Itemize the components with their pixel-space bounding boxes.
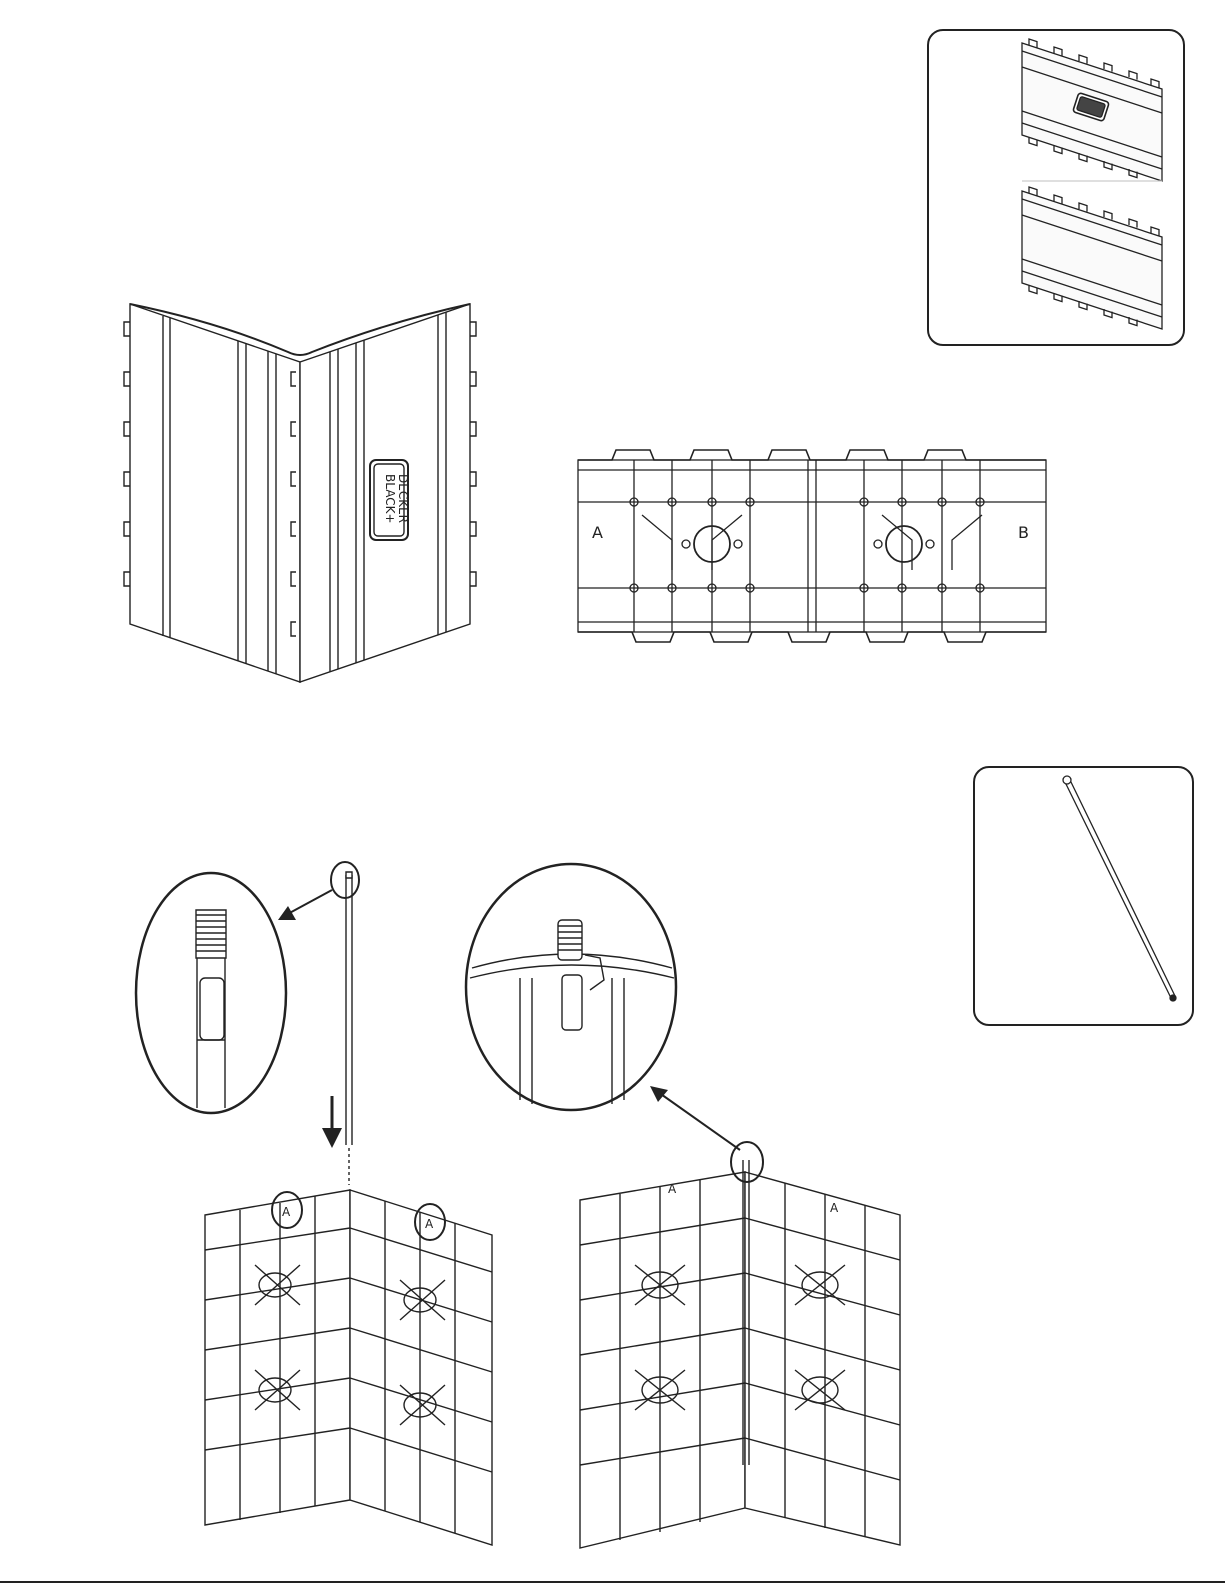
side-a-label: A	[592, 523, 603, 542]
marker-a-right-1: A	[668, 1182, 677, 1196]
rod-left	[346, 872, 352, 1185]
folded-panel-interior-left	[205, 1190, 492, 1545]
folded-panel-exterior: BLACK+ DECKER	[118, 292, 488, 690]
brand-logo-line2: DECKER	[396, 474, 410, 523]
bottom-rule	[0, 1581, 1225, 1583]
rod-insertion-diagram: A A	[0, 840, 1225, 1560]
folded-panel-interior-right	[580, 1142, 900, 1548]
magnifier-circle-icon	[331, 862, 359, 898]
marker-a-left-1: A	[282, 1205, 291, 1219]
insertion-detail-magnified	[466, 864, 676, 1110]
left-edge-notches	[124, 322, 130, 586]
panel-edge-variants-drawing	[929, 31, 1183, 344]
flat-panel-interior: A B	[572, 440, 1052, 650]
marker-a-left-2: A	[425, 1217, 434, 1231]
thread-detail-magnified	[136, 873, 286, 1113]
brand-logo: BLACK+ DECKER	[370, 460, 410, 540]
arrow-icon	[322, 1096, 342, 1148]
right-edge-notches	[470, 322, 476, 586]
panel-edge-variants-inset	[927, 29, 1185, 346]
arrow-icon	[650, 1086, 740, 1150]
brand-logo-line1: BLACK+	[383, 474, 397, 524]
arrow-icon	[278, 890, 332, 920]
side-b-label: B	[1018, 523, 1029, 542]
marker-a-right-2: A	[830, 1201, 839, 1215]
